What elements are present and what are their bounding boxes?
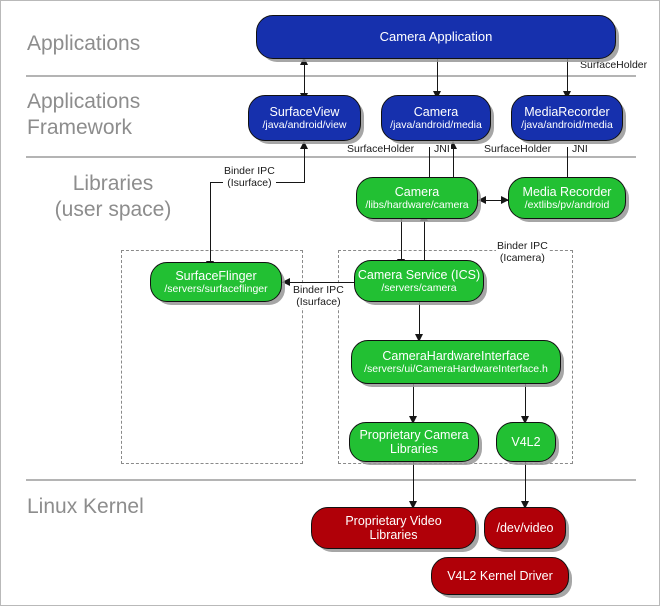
edge-camerajava-jni <box>453 147 455 183</box>
edge-cameraapp-surfaceview <box>304 61 306 101</box>
node-title: /dev/video <box>496 521 554 535</box>
camera-service-group <box>338 250 573 464</box>
node-surfaceflinger[interactable]: SurfaceFlinger /servers/surfaceflinger <box>150 262 282 302</box>
edge-cameralib-cameraservice-down <box>401 219 403 265</box>
node-camera-application[interactable]: Camera Application <box>256 15 616 59</box>
arrow-chi-to-proprietary-camera-libs <box>409 416 417 424</box>
node-proprietary-camera-libraries[interactable]: Proprietary Camera Libraries <box>349 422 479 462</box>
edge-camerajava-surfaceholder <box>429 147 431 183</box>
edge-chi-proprietary-camera-libs <box>413 384 415 422</box>
arrow-to-surfaceview-bottom <box>300 141 308 149</box>
edge-proprietary-camera-to-video <box>413 461 415 507</box>
edge-label-binder-ipc-isurface-top: Binder IPC (Isurface) <box>223 165 276 189</box>
node-title: CameraHardwareInterface <box>382 349 530 363</box>
divider-applications <box>26 75 636 77</box>
arrow-surfaceview-to-cameraapp <box>300 57 308 65</box>
edge-binder-down-to-surfaceflinger <box>210 182 212 267</box>
layer-label-linux-kernel: Linux Kernel <box>27 495 144 518</box>
node-title: Camera <box>394 185 440 199</box>
node-v4l2-kernel-driver[interactable]: V4L2 Kernel Driver <box>431 557 569 595</box>
edge-cameraservice-chi <box>419 298 421 340</box>
node-title: MediaRecorder <box>524 105 610 119</box>
node-title: SurfaceView <box>269 105 340 119</box>
edge-chi-v4l2 <box>525 384 527 422</box>
arrow-v4l2-to-devvideo <box>521 501 529 509</box>
node-subtitle: /libs/hardware/camera <box>365 199 469 211</box>
node-title: V4L2 <box>511 435 541 449</box>
edge-cameraservice-surfaceflinger <box>282 282 354 284</box>
node-subtitle: /java/android/view <box>262 119 347 131</box>
edge-cameraapp-camerajava <box>437 59 439 95</box>
edge-surfaceview-binder-vertical <box>304 147 306 183</box>
arrow-cameraservice-to-surfaceflinger <box>282 278 290 286</box>
arrow-cameraservice-to-chi <box>415 334 423 342</box>
node-dev-video[interactable]: /dev/video <box>484 507 566 549</box>
node-proprietary-video-libraries[interactable]: Proprietary Video Libraries <box>311 507 476 549</box>
edge-label-jni-mediarecorder: JNI <box>571 143 589 155</box>
node-v4l2[interactable]: V4L2 <box>496 422 556 462</box>
node-subtitle: /java/android/media <box>390 119 482 131</box>
node-title: Camera Service (ICS) <box>357 268 481 282</box>
node-title: SurfaceFlinger <box>175 269 257 283</box>
arrow-mediarecorderlib-to-cameralib <box>478 196 486 204</box>
node-media-recorder-lib[interactable]: Media Recorder /extlibs/pv/android <box>508 177 626 219</box>
node-title: Proprietary Video Libraries <box>345 514 442 542</box>
node-subtitle: /servers/ui/CameraHardwareInterface.h <box>364 363 548 375</box>
edge-cameraapp-mediarecorder <box>567 59 569 95</box>
node-title: Media Recorder <box>522 185 612 199</box>
surfaceflinger-group <box>121 250 303 464</box>
node-surfaceview[interactable]: SurfaceView /java/android/view <box>248 95 361 141</box>
node-camera-service[interactable]: Camera Service (ICS) /servers/camera <box>354 260 484 302</box>
arrow-proprietary-camera-to-video <box>409 501 417 509</box>
node-camera-java[interactable]: Camera /java/android/media <box>381 95 491 141</box>
edge-label-surfaceholder-mediarecorder: SurfaceHolder <box>483 143 553 155</box>
edge-label-surfaceholder-camera: SurfaceHolder <box>346 143 416 155</box>
node-camera-lib[interactable]: Camera /libs/hardware/camera <box>356 177 478 219</box>
node-subtitle: /extlibs/pv/android <box>524 199 610 211</box>
layer-label-applications: Applications <box>27 32 141 55</box>
node-mediarecorder[interactable]: MediaRecorder /java/android/media <box>511 95 623 141</box>
node-title: Camera <box>413 105 459 119</box>
node-subtitle: /servers/surfaceflinger <box>164 283 268 295</box>
edge-cameraservice-cameralib-up <box>424 219 426 265</box>
edge-mediarecorder-jni <box>567 147 569 183</box>
node-camera-hardware-interface[interactable]: CameraHardwareInterface /servers/ui/Came… <box>351 340 561 384</box>
edge-label-binder-ipc-icamera: Binder IPC (Icamera) <box>496 240 549 264</box>
edge-cameralib-mediarecorderlib <box>478 200 508 202</box>
node-title: V4L2 Kernel Driver <box>447 569 553 583</box>
node-subtitle: /servers/camera <box>381 282 457 294</box>
layer-label-libraries: Libraries (user space) <box>54 172 172 221</box>
edge-label-jni-camera: JNI <box>433 143 451 155</box>
divider-framework <box>26 156 636 158</box>
edge-label-surfaceholder-top-right: SurfaceHolder <box>579 59 649 71</box>
layer-label-applications-framework: Applications Framework <box>27 90 141 139</box>
edge-label-binder-ipc-isurface-mid: Binder IPC (Isurface) <box>292 284 345 308</box>
arrow-cameralib-to-camerajava <box>449 141 457 149</box>
divider-libraries <box>26 479 636 481</box>
node-subtitle: /java/android/media <box>521 119 613 131</box>
arrow-chi-to-v4l2 <box>521 416 529 424</box>
edge-v4l2-devvideo <box>525 461 527 507</box>
node-title: Proprietary Camera Libraries <box>359 428 469 456</box>
arrow-cameralib-to-mediarecorderlib <box>501 196 509 204</box>
node-title: Camera Application <box>379 29 493 44</box>
